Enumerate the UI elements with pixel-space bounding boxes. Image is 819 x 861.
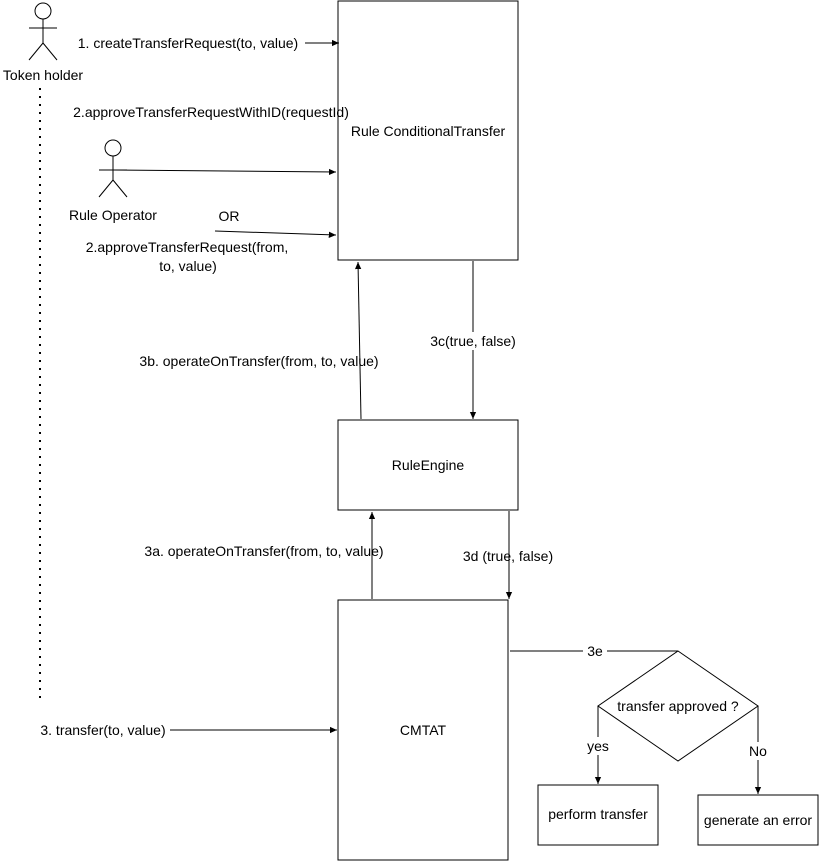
operate-3b-arrow: [354, 261, 362, 420]
rule-engine-label: RuleEngine: [392, 457, 465, 473]
rule-operator-label: Rule Operator: [69, 207, 157, 223]
token-holder-label: Token holder: [3, 67, 84, 83]
perform-transfer-box: [537, 784, 659, 846]
approve-request-label-line1: 2.approveTransferRequest(from,: [86, 239, 289, 255]
result-3c-label: 3c(true, false): [430, 333, 516, 349]
step-3e-label: 3e: [587, 643, 603, 659]
approve-request-arrow: [214, 230, 337, 238]
rule-engine-box: [337, 419, 519, 511]
rule-conditional-transfer-box: [337, 0, 519, 261]
generate-error-label: generate an error: [704, 812, 813, 828]
perform-transfer-label: perform transfer: [548, 806, 648, 822]
generate-error-box: [697, 794, 819, 846]
create-transfer-request-label: 1. createTransferRequest(to, value): [78, 35, 298, 51]
or-label: OR: [219, 208, 240, 224]
cmtat-label: CMTAT: [400, 722, 447, 738]
cmtat-box: [337, 599, 509, 861]
approve-with-id-label: 2.approveTransferRequestWithID(requestId…: [73, 104, 349, 120]
operate-3a-label: 3a. operateOnTransfer(from, to, value): [144, 543, 383, 559]
no-label: No: [749, 743, 767, 759]
approve-request-label-line2: to, value): [159, 258, 217, 274]
rule-operator-approve-arrow: [112, 168, 337, 176]
token-holder-actor: [28, 2, 58, 61]
rule-conditional-transfer-label: Rule ConditionalTransfer: [351, 123, 506, 139]
yes-label: yes: [587, 738, 609, 754]
decision-diamond: [597, 650, 759, 762]
rule-operator-actor: [98, 139, 128, 198]
transfer-label: 3. transfer(to, value): [40, 722, 165, 738]
operate-3b-label: 3b. operateOnTransfer(from, to, value): [139, 353, 378, 369]
result-3d-label: 3d (true, false): [463, 548, 553, 564]
decision-question: transfer approved ?: [617, 698, 739, 714]
